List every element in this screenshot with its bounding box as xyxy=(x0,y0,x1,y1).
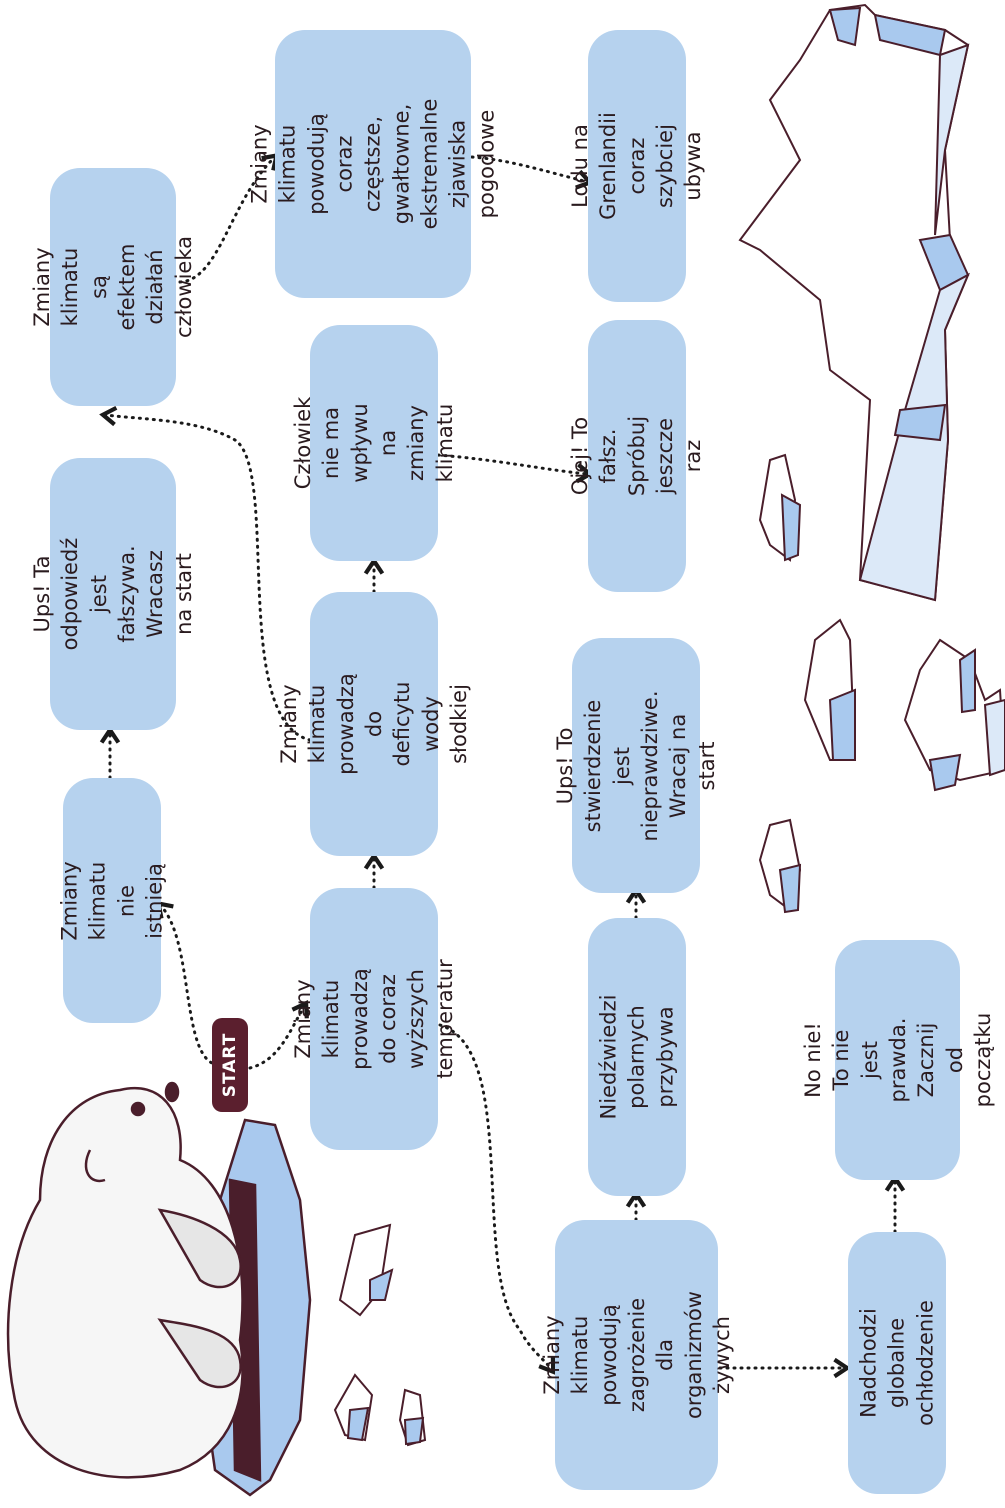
start-badge: START xyxy=(212,1018,248,1112)
connectors xyxy=(99,152,906,1379)
node-label: Zmiany klimatu nie istnieją xyxy=(57,860,167,941)
node-label: Niedźwiedzi polarnych przybywa xyxy=(596,994,678,1120)
node-label: Ups! To stwierdzenie jest nieprawdziwe. … xyxy=(552,689,719,842)
node-freshwater-deficit: Zmiany klimatu prowadzą do deficytu wody… xyxy=(277,592,471,856)
node-climate-change-does-not-exist: Zmiany klimatu nie istnieją xyxy=(57,778,166,1023)
edge-n4-n12 xyxy=(438,1023,556,1375)
edge-n3-n7 xyxy=(178,152,280,284)
edge-n6-n9 xyxy=(436,453,594,484)
edge-start-n4 xyxy=(248,999,309,1070)
iceberg-large xyxy=(738,3,971,602)
node-label: Zmiany klimatu powodują zagrożenie dla o… xyxy=(539,1291,734,1419)
polar-bear-illustration xyxy=(6,1081,312,1497)
node-false-answer-return-start: Ups! Ta odpowiedź jest fałszywa. Wracasz… xyxy=(30,458,196,730)
node-label: No nie! To nie jest prawda. Zacznij od p… xyxy=(800,1012,995,1108)
node-label: Nadchodzi globalne ochłodzenie xyxy=(856,1300,938,1426)
node-greenland-ice: Lodu na Grenlandii coraz szybciej ubywa xyxy=(568,30,706,302)
edge-n7-n8 xyxy=(470,155,594,190)
node-threat-to-organisms: Zmiany klimatu powodują zagrożenie dla o… xyxy=(539,1220,733,1490)
node-label: Zmiany klimatu prowadzą do deficytu wody… xyxy=(276,673,471,775)
node-not-true-restart: No nie! To nie jest prawda. Zacznij od p… xyxy=(800,940,994,1180)
node-untrue-return-start: Ups! To stwierdzenie jest nieprawdziwe. … xyxy=(553,638,719,893)
node-label: Zmiany klimatu są efektem działań człowi… xyxy=(29,236,196,338)
node-human-caused: Zmiany klimatu są efektem działań człowi… xyxy=(30,168,196,406)
edge-start-n1 xyxy=(155,900,220,1067)
node-higher-temperatures: Zmiany klimatu prowadzą do coraz wyższyc… xyxy=(291,888,457,1150)
node-label: Zmiany klimatu powodują coraz częstsze, … xyxy=(247,98,499,230)
node-label: Człowiek nie ma wpływu na zmiany klimatu xyxy=(290,396,457,490)
node-polar-bears-increase: Niedźwiedzi polarnych przybywa xyxy=(588,918,686,1196)
node-false-try-again: Ojej! To fałsz. Spróbuj jeszcze raz xyxy=(568,320,706,592)
node-label: Zmiany klimatu prowadzą do coraz wyższyc… xyxy=(290,959,457,1079)
start-label: START xyxy=(220,1032,240,1098)
node-label: Ups! Ta odpowiedź jest fałszywa. Wracasz… xyxy=(29,537,196,651)
node-extreme-weather: Zmiany klimatu powodują coraz częstsze, … xyxy=(247,30,498,298)
node-label: Ojej! To fałsz. Spróbuj jeszcze raz xyxy=(568,415,706,497)
node-humans-no-influence: Człowiek nie ma wpływu na zmiany klimatu xyxy=(291,325,457,561)
edge-n5-n3 xyxy=(99,405,312,742)
node-label: Lodu na Grenlandii coraz szybciej ubywa xyxy=(568,112,706,220)
node-global-cooling: Nadchodzi globalne ochłodzenie xyxy=(848,1232,946,1494)
ice-floes xyxy=(333,453,1005,1447)
